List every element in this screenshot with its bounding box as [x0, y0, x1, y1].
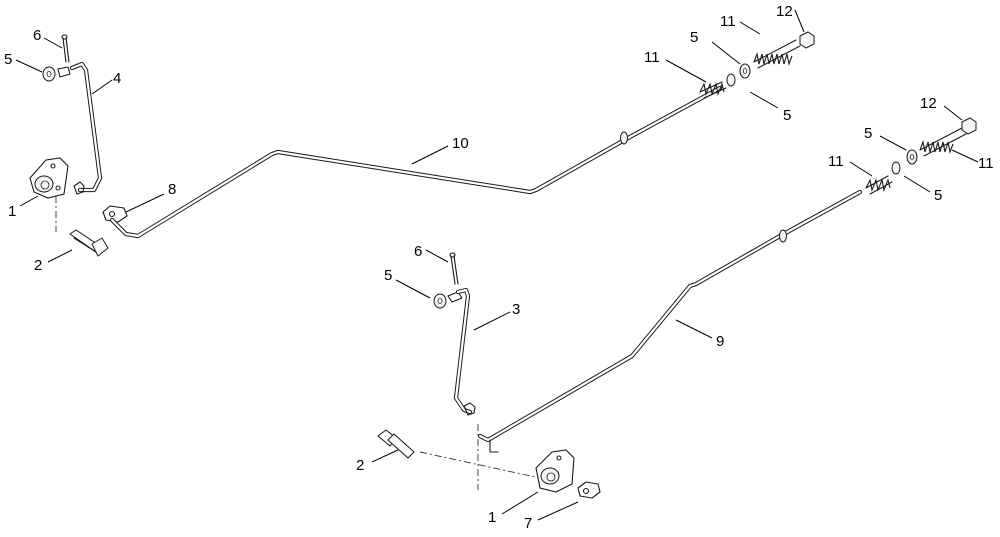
callout-6-mid: 6 — [414, 243, 422, 260]
bottom-assembly — [377, 189, 863, 499]
part-11-spring-upper-b — [753, 39, 801, 69]
callout-5-upper-b: 5 — [783, 107, 791, 124]
part-2-bolt-left — [69, 229, 109, 257]
callout-11-upper-b: 11 — [720, 13, 736, 30]
part-3-link-rod — [453, 287, 476, 416]
callout-6-top: 6 — [33, 27, 41, 44]
callout-9: 9 — [716, 333, 724, 350]
part-5-washer-right-b — [906, 149, 918, 165]
callout-11-right-b: 11 — [978, 155, 994, 172]
callout-1-bottom: 1 — [488, 509, 496, 526]
part-12-nut-right — [961, 117, 977, 135]
part-7-clip — [577, 481, 601, 499]
part-9-long-rod — [477, 189, 863, 453]
callout-5-mid: 5 — [384, 267, 392, 284]
callout-labels: 6 5 4 1 8 2 10 11 12 5 11 5 12 5 11 11 5… — [4, 3, 994, 532]
part-2-bolt-bottom — [377, 429, 415, 459]
callout-1-left: 1 — [8, 203, 16, 220]
part-1-pivot-plate-bottom — [535, 449, 575, 493]
callout-5-right-a: 5 — [864, 125, 872, 142]
part-8-clip — [102, 205, 128, 223]
callout-4: 4 — [113, 70, 121, 87]
callout-2-bottom: 2 — [356, 457, 364, 474]
centerline-bottom — [419, 424, 541, 490]
callout-5-right-b: 5 — [934, 187, 942, 204]
callout-11-upper-a: 11 — [644, 49, 660, 66]
part-11-spring-upper-a — [699, 81, 727, 99]
callout-2-left: 2 — [34, 257, 42, 274]
part-6-cotter-pin-top — [61, 34, 70, 63]
part-5-washer-upper-b — [739, 63, 751, 79]
callout-10: 10 — [452, 135, 469, 152]
callout-7: 7 — [524, 515, 532, 532]
callout-3: 3 — [512, 301, 520, 318]
part-10-long-rod — [109, 85, 723, 239]
callout-12-right: 12 — [920, 95, 937, 112]
leader-lines — [15, 9, 979, 521]
right-hardware — [865, 117, 977, 195]
part-5-washer-top-left — [42, 66, 71, 82]
part-5-washer-mid — [433, 291, 463, 309]
upper-hardware — [699, 31, 815, 99]
part-6-cotter-pin-mid — [449, 252, 459, 285]
callout-8: 8 — [168, 181, 176, 198]
part-4-link-rod — [69, 61, 103, 195]
part-5-washer-right-a — [891, 161, 901, 175]
callout-11-right-a: 11 — [828, 153, 844, 170]
part-1-pivot-plate-left — [29, 157, 69, 199]
part-5-washer-upper-a — [726, 73, 736, 87]
left-assembly — [29, 34, 128, 257]
callout-5-top-left: 5 — [4, 51, 12, 68]
callout-12-upper: 12 — [776, 3, 793, 20]
part-11-spring-right-b — [919, 127, 967, 157]
part-12-nut-upper — [799, 31, 815, 49]
callout-5-upper-a: 5 — [690, 29, 698, 46]
part-11-spring-right-a — [865, 175, 893, 195]
